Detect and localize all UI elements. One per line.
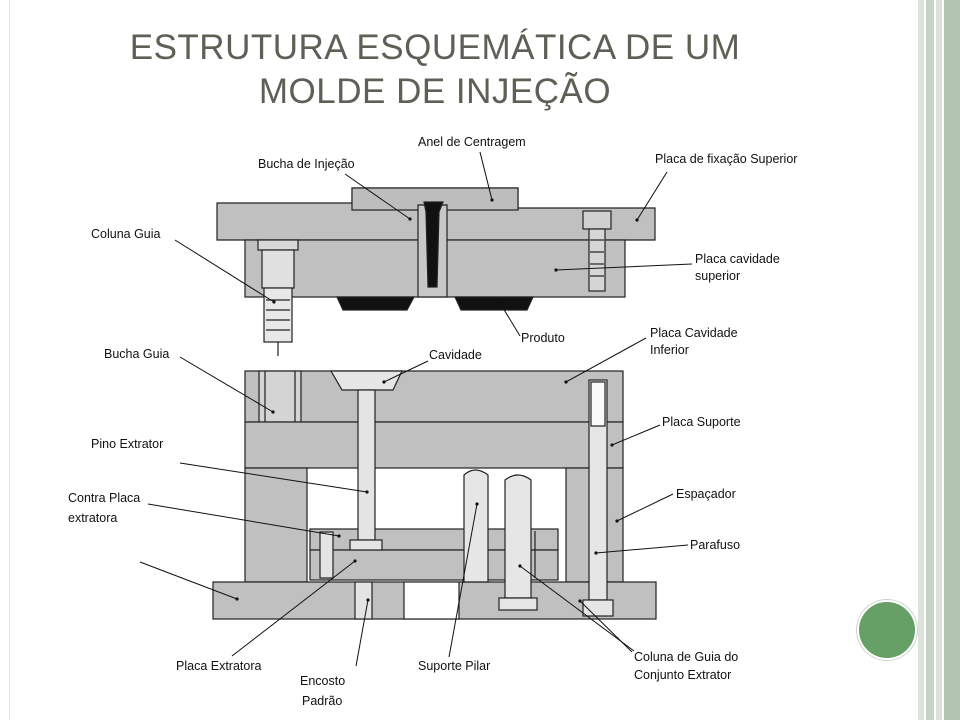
upper-screw-head xyxy=(582,210,612,230)
label-placa-fixacao-superior: Placa de fixação Superior xyxy=(655,152,797,166)
stop-pin xyxy=(354,581,373,620)
upper-screw-shank xyxy=(588,228,606,292)
label-coluna-conjunto-2: Conjunto Extrator xyxy=(634,668,731,682)
slide-title-line-2: MOLDE DE INJEÇÃO xyxy=(258,72,612,111)
right-border-stripe xyxy=(936,0,942,720)
label-placa-cavidade-superior-1: Placa cavidade xyxy=(695,252,780,266)
label-bucha-injecao: Bucha de Injeção xyxy=(258,157,355,171)
left-border-line xyxy=(9,0,10,720)
leader-lines xyxy=(139,151,693,667)
right-border-stripe xyxy=(918,0,924,720)
label-coluna-guia: Coluna Guia xyxy=(91,227,161,241)
ejector-pin-head xyxy=(349,539,383,551)
label-placa-cavidade-inferior-2: Inferior xyxy=(650,343,689,357)
label-placa-suporte: Placa Suporte xyxy=(662,415,741,429)
diagram-labels: Anel de Centragem Bucha de Injeção Placa… xyxy=(68,135,797,708)
label-suporte-pilar: Suporte Pilar xyxy=(418,659,490,673)
stop-pin-block xyxy=(403,581,460,620)
label-encosto-2: Padrão xyxy=(302,694,342,708)
label-contra-placa-2: extratora xyxy=(68,511,117,525)
label-produto: Produto xyxy=(521,331,565,345)
right-border-stripe xyxy=(944,0,960,720)
cavity-insert xyxy=(329,370,403,391)
label-bucha-guia: Bucha Guia xyxy=(104,347,169,361)
right-border-stripe xyxy=(926,0,934,720)
long-screw-head xyxy=(582,599,614,617)
label-placa-extratora: Placa Extratora xyxy=(176,659,262,673)
lower-cavity-plate xyxy=(244,370,624,423)
product-right xyxy=(454,296,534,311)
lower-mold-half xyxy=(212,370,657,620)
label-contra-placa-1: Contra Placa xyxy=(68,491,140,505)
ejector-guide-column-base xyxy=(498,597,538,611)
label-placa-cavidade-superior-2: superior xyxy=(695,269,740,283)
guide-pillar-tip xyxy=(263,287,293,343)
slide-title: ESTRUTURA ESQUEMÁTICA DE UM MOLDE DE INJ… xyxy=(90,26,780,114)
sprue-channel xyxy=(423,201,444,288)
decorative-green-circle xyxy=(857,600,917,660)
label-pino-extrator: Pino Extrator xyxy=(91,437,163,451)
support-pillar xyxy=(463,469,489,583)
label-cavidade: Cavidade xyxy=(429,348,482,362)
slide-title-line-1: ESTRUTURA ESQUEMÁTICA DE UM xyxy=(129,28,741,67)
label-anel-centragem: Anel de Centragem xyxy=(418,135,526,149)
support-plate xyxy=(244,421,624,469)
upper-mold-half xyxy=(216,187,656,356)
ejector-pin xyxy=(357,389,376,541)
ejector-guide-column xyxy=(504,474,532,599)
label-placa-cavidade-inferior-1: Placa Cavidade xyxy=(650,326,738,340)
label-encosto-1: Encosto xyxy=(300,674,345,688)
product-left xyxy=(336,296,416,311)
guide-pillar-head xyxy=(257,239,299,251)
label-parafuso: Parafuso xyxy=(690,538,740,552)
label-espacador: Espaçador xyxy=(676,487,736,501)
ejector-guide-small xyxy=(319,531,334,579)
label-coluna-conjunto-1: Coluna de Guia do xyxy=(634,650,738,664)
guide-pillar-body xyxy=(261,249,295,289)
